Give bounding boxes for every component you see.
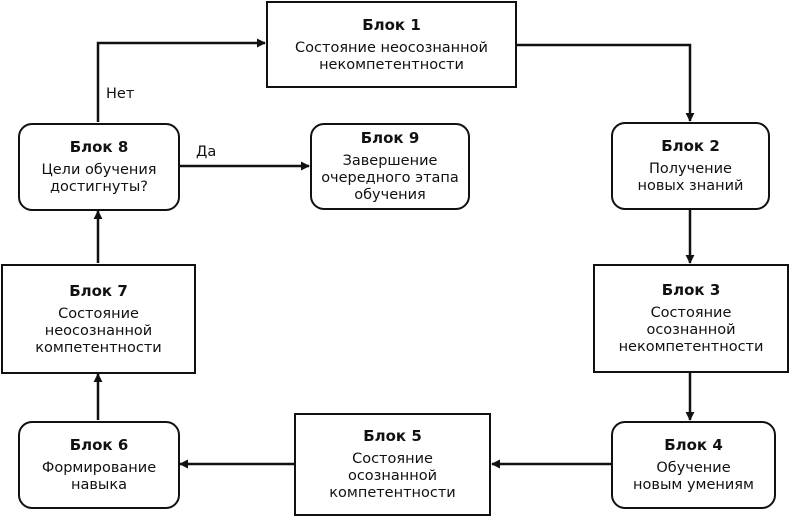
block-1-title: Блок 1 [362, 15, 421, 34]
block-1-text: Состояние неосознанной некомпетентности [295, 39, 488, 73]
block-3-text: Состояние осознанной некомпетентности [618, 305, 764, 355]
block-8: Блок 8 Цели обучения достигнуты? [18, 123, 180, 211]
block-9-title: Блок 9 [360, 129, 420, 147]
block-8-text: Цели обучения достигнуты? [41, 162, 157, 195]
block-7: Блок 7 Состояние неосознанной компетентн… [1, 264, 196, 374]
arrow-b1-b2 [517, 43, 695, 122]
block-4-text: Обучение новым умениям [633, 460, 754, 493]
block-2: Блок 2 Получение новых знаний [611, 122, 770, 210]
block-4-title: Блок 4 [664, 436, 723, 454]
block-2-text: Получение новых знаний [637, 161, 744, 194]
block-9-text: Завершение очередного этапа обучения [321, 153, 459, 203]
edge-label-yes: Да [196, 144, 217, 160]
edge-label-no: Нет [106, 86, 135, 102]
block-8-title: Блок 8 [69, 138, 129, 156]
block-1: Блок 1 Состояние неосознанной некомпетен… [266, 1, 517, 88]
block-3: Блок 3 Состояние осознанной некомпетентн… [593, 264, 789, 373]
block-7-title: Блок 7 [69, 281, 128, 300]
block-3-title: Блок 3 [661, 281, 721, 299]
block-6: Блок 6 Формирование навыка [18, 421, 180, 509]
block-9: Блок 9 Завершение очередного этапа обуче… [310, 123, 470, 210]
block-5-title: Блок 5 [363, 427, 422, 445]
block-7-text: Состояние неосознанной компетентности [35, 305, 162, 356]
block-5: Блок 5 Состояние осознанной компетентнос… [294, 413, 491, 516]
block-4: Блок 4 Обучение новым умениям [611, 421, 776, 509]
block-2-title: Блок 2 [661, 137, 720, 155]
arrow-b8-b1-no [96, 38, 266, 122]
block-5-text: Состояние осознанной компетентности [329, 451, 456, 501]
block-6-title: Блок 6 [69, 436, 129, 454]
block-6-text: Формирование навыка [41, 460, 157, 493]
